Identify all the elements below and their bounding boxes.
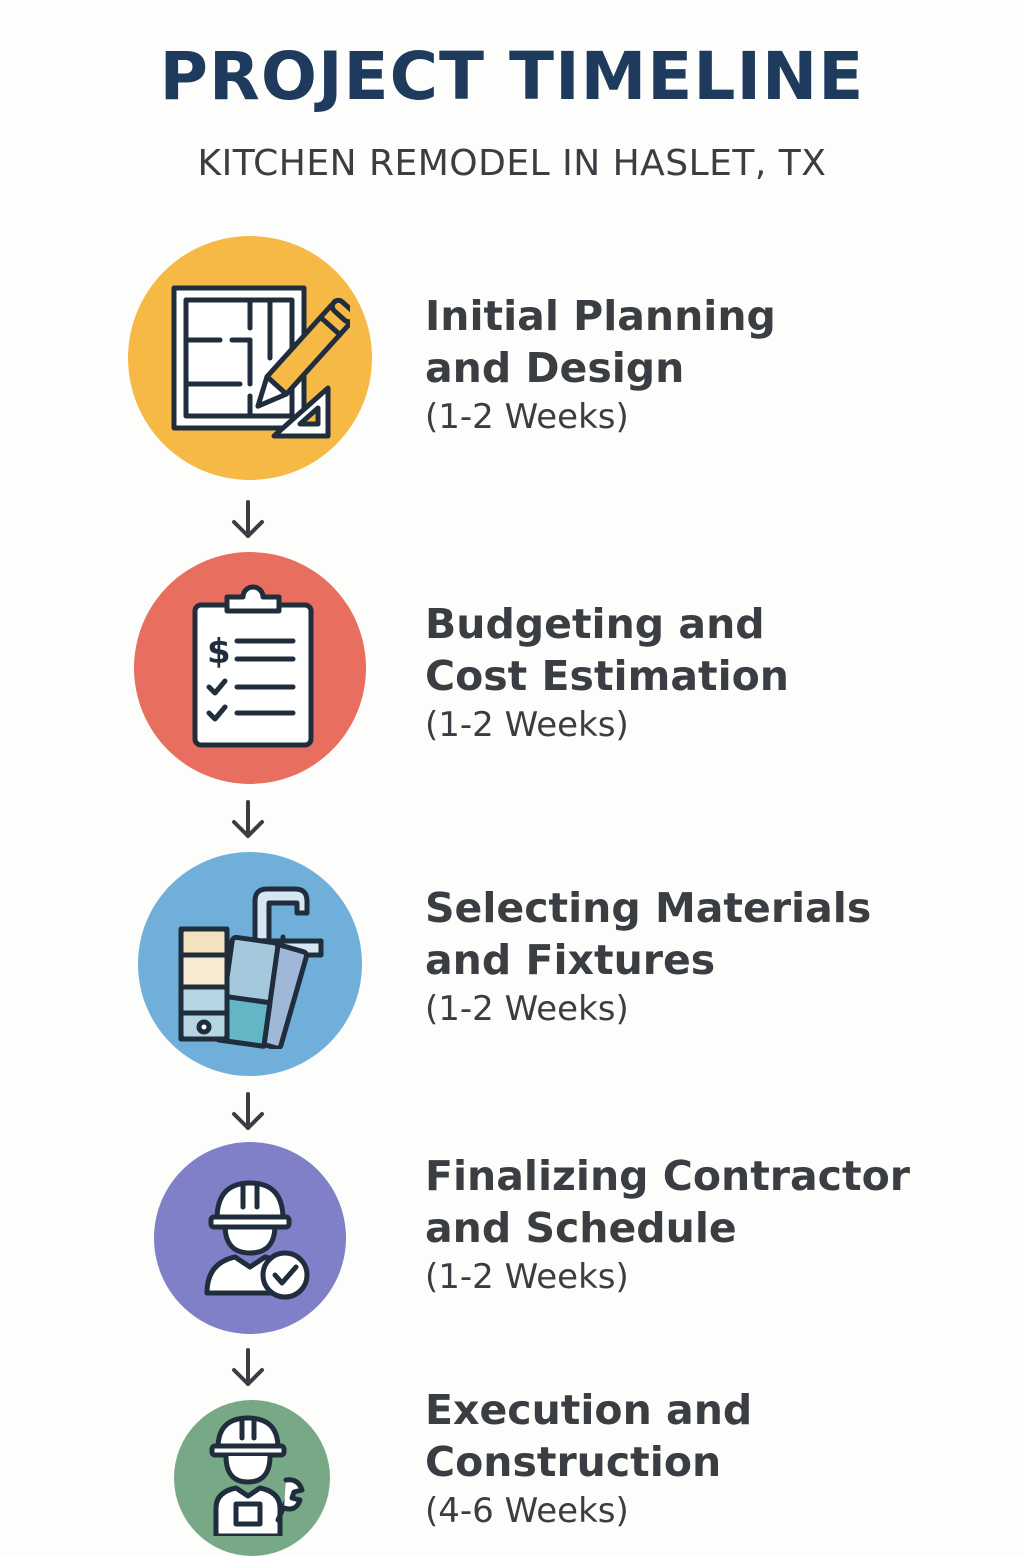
step-3-text: Selecting Materials and Fixtures (1-2 We… — [425, 882, 1005, 1032]
step-3-title-line1: Selecting Materials — [425, 884, 872, 932]
step-2-duration: (1-2 Weeks) — [425, 705, 629, 745]
step-3-icon-circle — [138, 852, 362, 1076]
step-1-text: Initial Planning and Design (1-2 Weeks) — [425, 290, 1005, 440]
step-1-title-line2: and Design — [425, 344, 685, 392]
contractor-check-icon — [204, 1180, 310, 1300]
step-4-duration: (1-2 Weeks) — [425, 1257, 629, 1297]
step-4-text: Finalizing Contractor and Schedule (1-2 … — [425, 1150, 1005, 1300]
worker-wrench-icon — [209, 1415, 305, 1536]
step-5-duration: (4-6 Weeks) — [425, 1491, 629, 1531]
page-subtitle: KITCHEN REMODEL IN HASLET, TX — [197, 143, 827, 184]
step-5-icon-circle — [174, 1400, 330, 1556]
svg-text:$: $ — [207, 632, 231, 672]
step-5-title-line1: Execution and — [425, 1386, 753, 1434]
step-4-title-line1: Finalizing Contractor — [425, 1152, 910, 1200]
step-1-icon-circle — [128, 236, 372, 480]
step-2-title-line2: Cost Estimation — [425, 652, 789, 700]
step-4-title-line2: and Schedule — [425, 1204, 737, 1252]
arrow-down-icon — [232, 1092, 264, 1130]
clipboard-budget-icon: $ — [192, 584, 314, 748]
step-4-icon-circle — [154, 1142, 346, 1334]
arrow-down-icon — [232, 1348, 264, 1386]
step-1-title-line1: Initial Planning — [425, 292, 776, 340]
step-5-text: Execution and Construction (4-6 Weeks) — [425, 1384, 1005, 1534]
arrow-down-icon — [232, 500, 264, 538]
blueprint-pencil-icon — [171, 285, 350, 439]
step-3-duration: (1-2 Weeks) — [425, 989, 629, 1029]
step-3-title-line2: and Fixtures — [425, 936, 716, 984]
step-2-title-line1: Budgeting and — [425, 600, 765, 648]
step-2-icon-circle: $ — [134, 552, 366, 784]
swatches-faucet-icon — [178, 886, 324, 1049]
step-2-text: Budgeting and Cost Estimation (1-2 Weeks… — [425, 598, 1005, 748]
step-1-duration: (1-2 Weeks) — [425, 397, 629, 437]
arrow-down-icon — [232, 800, 264, 838]
page-title: PROJECT TIMELINE — [159, 38, 865, 115]
step-5-title-line2: Construction — [425, 1438, 722, 1486]
